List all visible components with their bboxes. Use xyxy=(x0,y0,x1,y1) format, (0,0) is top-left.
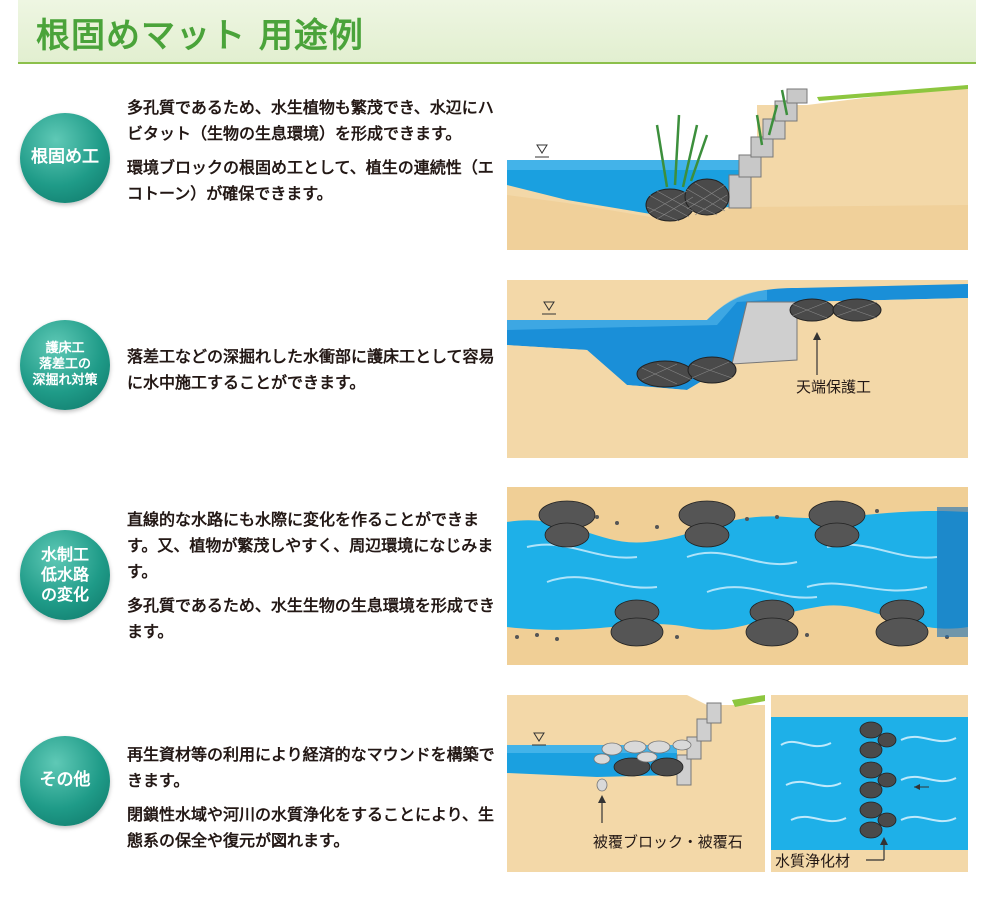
revetment-illustration xyxy=(507,85,968,250)
purification-illustration xyxy=(771,695,968,872)
description-paragraph: 閉鎖性水域や河川の水質浄化をすることにより、生態系の保全や復元が図れます。 xyxy=(127,805,495,850)
badge-label: 低水路 xyxy=(40,565,89,584)
description-paragraph: 多孔質であるため、水生植物も繁茂でき、水辺にハビタット（生物の生息環境）を形成で… xyxy=(127,98,494,143)
figure-purification: 水質浄化材 xyxy=(771,695,968,872)
page-header: 根固めマット 用途例 xyxy=(18,0,976,64)
badge-label: 落差工の xyxy=(38,356,91,372)
badge-label: その他 xyxy=(39,770,91,791)
badge-label: 根固め工 xyxy=(31,147,99,168)
description-paragraph: 再生資材等の利用により経済的なマウンドを構築できます。 xyxy=(127,745,495,790)
description-paragraph: 多孔質であるため、水生生物の生息環境を形成できます。 xyxy=(127,596,495,641)
figure-revetment xyxy=(507,85,968,250)
category-badge: 水制工 低水路 の変化 xyxy=(20,530,110,620)
category-badge: その他 xyxy=(20,736,110,826)
figure-groyne-channel xyxy=(507,487,968,665)
description: 多孔質であるため、水生植物も繁茂でき、水辺にハビタット（生物の生息環境）を形成で… xyxy=(127,95,497,215)
usage-row-2: 護床工 落差工の 深掘れ対策 落差工などの深掘れした水衝部に護床工として容易に水… xyxy=(0,280,997,460)
figure-label: 天端保護工 xyxy=(796,378,872,396)
badge-label: 深掘れ対策 xyxy=(32,373,98,389)
mound-illustration xyxy=(507,695,765,872)
category-badge: 護床工 落差工の 深掘れ対策 xyxy=(20,320,110,410)
description-paragraph: 環境ブロックの根固め工として、植生の連続性（エコトーン）が確保できます。 xyxy=(127,158,494,203)
category-badge: 根固め工 xyxy=(20,113,110,203)
figure-mound: 被覆ブロック・被覆石 xyxy=(507,695,765,872)
usage-row-3: 水制工 低水路 の変化 直線的な水路にも水際に変化を作ることができます。又、植物… xyxy=(0,485,997,670)
figure-drop-structure: 天端保護工 xyxy=(507,280,968,458)
description-paragraph: 落差工などの深掘れした水衝部に護床工として容易に水中施工することができます。 xyxy=(127,347,495,392)
figure-label: 被覆ブロック・被覆石 xyxy=(593,833,743,851)
description: 落差工などの深掘れした水衝部に護床工として容易に水中施工することができます。 xyxy=(127,344,497,404)
groyne-channel-illustration xyxy=(507,487,968,665)
description: 再生資材等の利用により経済的なマウンドを構築できます。 閉鎖性水域や河川の水質浄… xyxy=(127,742,497,862)
badge-label: 水制工 xyxy=(40,545,89,564)
description: 直線的な水路にも水際に変化を作ることができます。又、植物が繁茂しやすく、周辺環境… xyxy=(127,507,497,653)
page-title: 根固めマット 用途例 xyxy=(36,16,364,56)
badge-label: の変化 xyxy=(40,585,89,604)
figure-label: 水質浄化材 xyxy=(775,852,851,870)
usage-row-4: その他 再生資材等の利用により経済的なマウンドを構築できます。 閉鎖性水域や河川… xyxy=(0,690,997,875)
badge-label: 護床工 xyxy=(45,340,85,356)
description-paragraph: 直線的な水路にも水際に変化を作ることができます。又、植物が繁茂しやすく、周辺環境… xyxy=(127,510,494,581)
drop-structure-illustration xyxy=(507,280,968,458)
usage-row-1: 根固め工 多孔質であるため、水生植物も繁茂でき、水辺にハビタット（生物の生息環境… xyxy=(0,85,997,255)
